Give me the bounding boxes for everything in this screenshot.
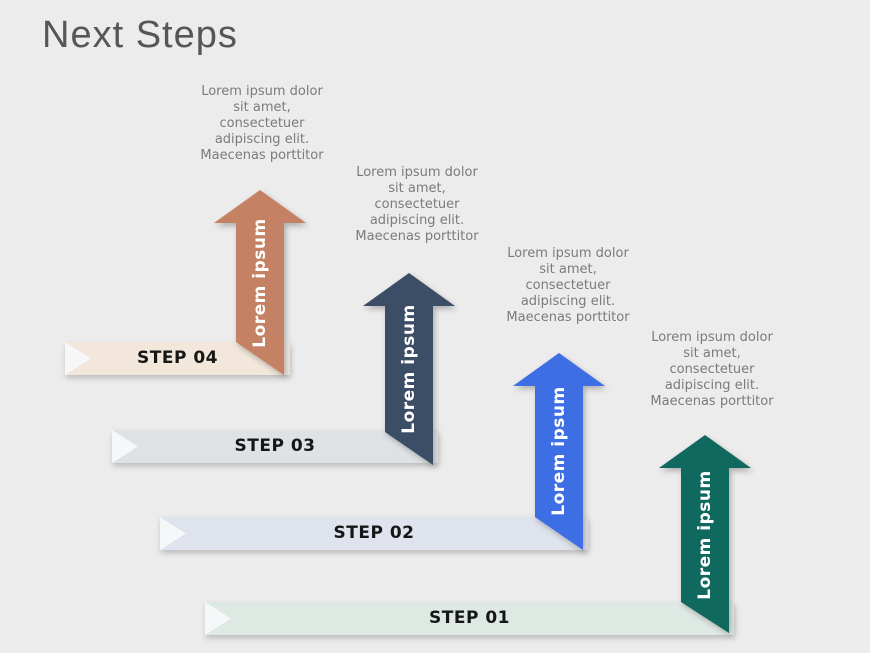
step-02-description: Lorem ipsum dolor sit amet, consectetuer…: [506, 246, 630, 325]
slide-title: Next Steps: [42, 14, 238, 56]
step-03-description: Lorem ipsum dolor sit amet, consectetuer…: [355, 165, 479, 244]
step-04-description: Lorem ipsum dolor sit amet, consectetuer…: [200, 84, 324, 163]
step-04-banner-notch: [65, 342, 91, 375]
step-04-label: STEP 04: [137, 348, 218, 368]
step-01-description: Lorem ipsum dolor sit amet, consectetuer…: [650, 330, 774, 409]
step-01-arrow-label: Lorem ipsum: [695, 470, 715, 600]
step-03-arrow-label: Lorem ipsum: [399, 304, 419, 434]
step-02-label: STEP 02: [333, 523, 415, 543]
step-03-banner: [112, 430, 438, 463]
step-01-label: STEP 01: [429, 608, 510, 628]
step-02-arrow: [513, 353, 605, 550]
step-03-label: STEP 03: [234, 436, 316, 456]
step-03-banner-notch: [112, 430, 138, 463]
step-01-banner: [205, 602, 734, 635]
step-01-arrow: [659, 435, 751, 633]
step-02-banner: [160, 517, 588, 550]
step-02-banner-notch: [160, 517, 186, 550]
step-03-arrow: [363, 273, 455, 465]
step-04-arrow: [214, 190, 306, 375]
step-01-banner-notch: [205, 602, 231, 635]
step-02-arrow-label: Lorem ipsum: [549, 386, 569, 516]
step-04-arrow-label: Lorem ipsum: [250, 218, 270, 348]
